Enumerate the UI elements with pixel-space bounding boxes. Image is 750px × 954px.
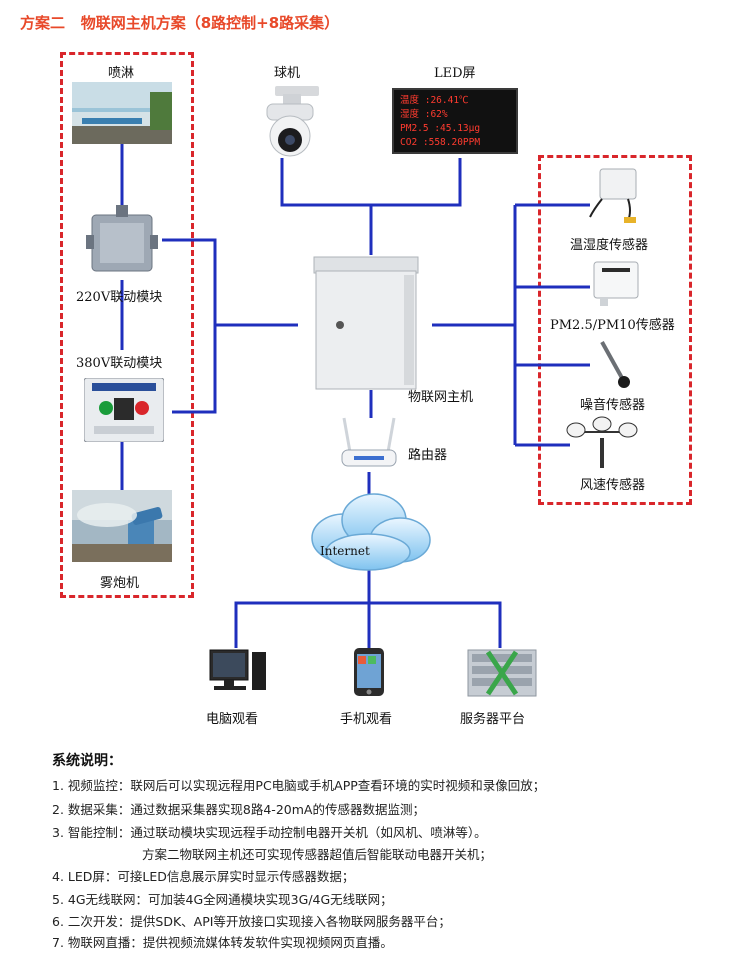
description-line-3: 3. 智能控制：通过联动模块实现远程手动控制电器开关机（如风机、喷淋等）。 [52,825,487,840]
led-line-pm: PM2.5 :45.13μg [400,123,481,134]
pc-label: 电脑观看 [206,712,259,727]
internet-label: Internet [320,544,370,558]
description-line-7: 7. 物联网直播：提供视频流媒体转发软件实现视频网页直播。 [52,935,393,950]
description-line-6: 6. 二次开发：提供SDK、API等开放接口实现接入各物联网服务器平台； [52,914,451,929]
title-prefix: 方案二 [20,14,66,32]
phone-label: 手机观看 [340,712,393,727]
dome-camera-image [266,86,319,157]
fog-cannon-label: 雾炮机 [100,576,140,591]
server-label: 服务器平台 [460,712,526,727]
noise-sensor-label: 噪音传感器 [580,398,646,413]
led-line-temp: 温度 :26.41℃ [400,95,469,106]
module-220v-label: 220V联动模块 [76,290,163,305]
led-screen: 温度 :26.41℃ 湿度 :62% PM2.5 :45.13μg CO2 :5… [392,88,518,154]
temp-humidity-sensor-image [589,168,637,223]
temp-humidity-sensor-label: 温湿度传感器 [570,238,649,253]
module-380v-label: 380V联动模块 [76,356,163,371]
fog-cannon-image [72,490,172,562]
module-220v-image [86,205,158,272]
router-label: 路由器 [408,448,448,463]
pm-sensor-label: PM2.5/PM10传感器 [550,318,675,333]
description-line-4: 4. LED屏：可接LED信息展示屏实时显示传感器数据； [52,869,355,884]
pm-sensor-image [593,261,639,306]
phone-image [354,648,384,696]
wind-sensor-label: 风速传感器 [580,478,646,493]
server-image [467,649,537,697]
iot-host-cabinet-image [313,256,419,390]
camera-label: 球机 [274,66,301,81]
title-main: 物联网主机方案（8路控制+8路采集） [80,14,340,32]
spray-label: 喷淋 [108,66,135,81]
spray-image [72,82,172,144]
left-device-group [60,52,194,598]
led-line-co2: CO2 :558.20PPM [400,137,481,148]
module-380v-image [84,378,164,442]
led-line-humidity: 湿度 :62% [400,109,448,120]
pc-image [209,649,266,690]
description-line-5: 5. 4G无线联网：可加装4G全网通模块实现3G/4G无线联网； [52,892,393,907]
description-line-2: 2. 数据采集：通过数据采集器实现8路4-20mA的传感器数据监测； [52,802,425,817]
description-line-1: 1. 视频监控：联网后可以实现远程用PC电脑或手机APP查看环境的实时视频和录像… [52,778,546,793]
description-title: 系统说明： [52,753,122,769]
wind-sensor-image [566,416,638,468]
internet-cloud-image [311,493,431,571]
iot-host-label: 物联网主机 [408,390,474,405]
right-sensor-group [538,155,692,505]
description-line-3-cont: 方案二物联网主机还可实现传感器超值后智能联动电器开关机； [142,847,493,862]
led-screen-label: LED屏 [434,66,476,81]
router-image [341,417,397,467]
noise-sensor-image [600,341,630,388]
diagram-title: 方案二 物联网主机方案（8路控制+8路采集） [20,12,339,33]
